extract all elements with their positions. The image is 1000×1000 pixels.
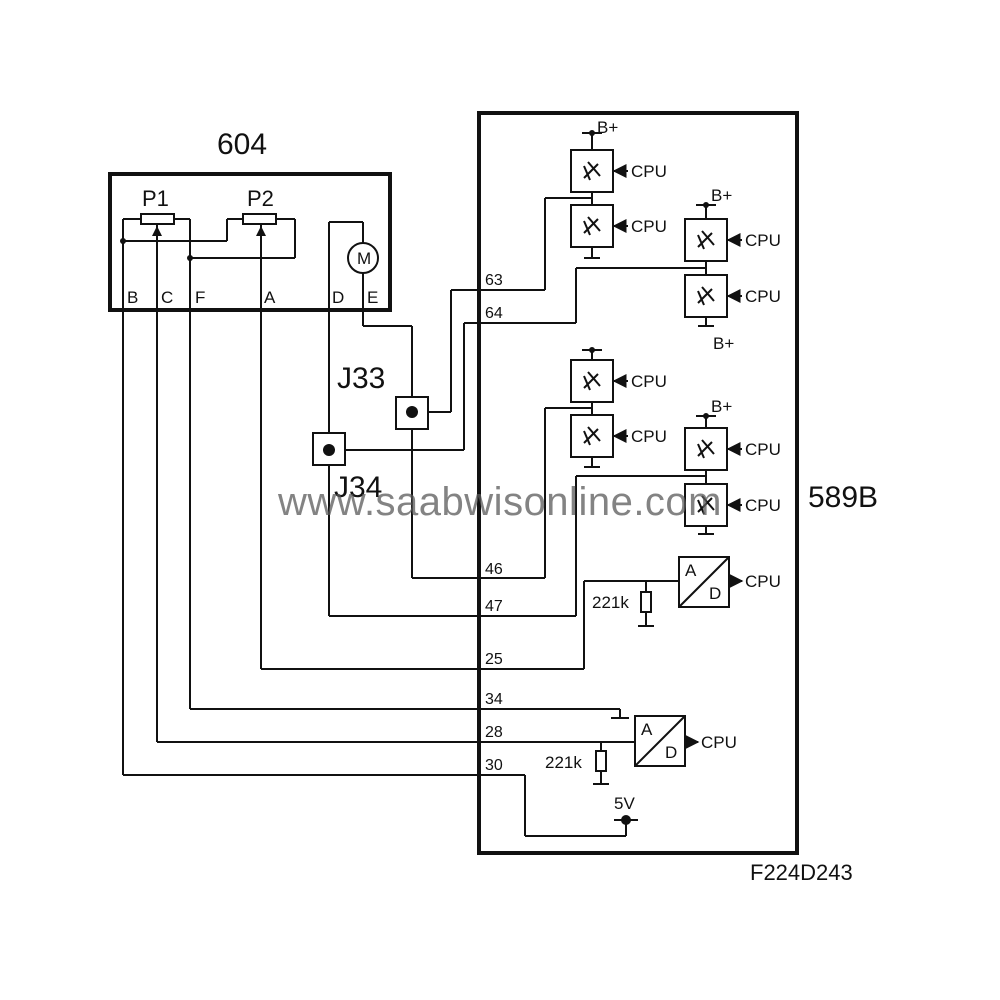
pin-589b-64: 64 <box>485 305 503 322</box>
resistor-2-label: 221k <box>545 753 582 772</box>
component-589b-label: 589B <box>808 481 878 514</box>
pin-589b-47: 47 <box>485 598 503 615</box>
pin-589b-28: 28 <box>485 724 503 741</box>
motor <box>328 221 379 616</box>
supply-5v <box>614 815 638 836</box>
cpu-1a: CPU <box>631 162 667 181</box>
motor-label: M <box>357 249 371 268</box>
pin-604-f: F <box>195 288 205 307</box>
driver-bridge-4 <box>575 413 742 616</box>
connector-j34 <box>312 432 346 466</box>
adc-2-a: A <box>641 720 653 739</box>
bplus-3: B+ <box>713 334 734 353</box>
driver-bridge-1 <box>544 130 628 290</box>
j34-label: J34 <box>334 471 382 504</box>
five-volt-label: 5V <box>614 794 635 813</box>
cpu-adc-2: CPU <box>701 733 737 752</box>
cpu-4a: CPU <box>745 440 781 459</box>
pin-589b-25: 25 <box>485 651 503 668</box>
cpu-2b: CPU <box>745 287 781 306</box>
pin-589b-63: 63 <box>485 272 503 289</box>
adc-1-d: D <box>709 584 721 603</box>
component-604-box <box>108 172 392 312</box>
bplus-1: B+ <box>597 118 618 137</box>
pin-604-d: D <box>332 288 344 307</box>
figure-id: F224D243 <box>750 860 853 885</box>
pin-589b-30: 30 <box>485 757 503 774</box>
adc-1-a: A <box>685 561 697 580</box>
pin-589b-34: 34 <box>485 691 503 708</box>
cpu-2a: CPU <box>745 231 781 250</box>
bplus-2: B+ <box>711 186 732 205</box>
adc-2 <box>593 709 700 785</box>
driver-bridge-3 <box>544 347 628 578</box>
p1-label: P1 <box>142 186 169 211</box>
cpu-3a: CPU <box>631 372 667 391</box>
pin-604-c: C <box>161 288 173 307</box>
wiring-harness <box>123 289 635 837</box>
resistor-1-label: 221k <box>592 593 629 612</box>
connector-j33 <box>395 396 429 430</box>
component-604-label: 604 <box>217 128 267 161</box>
cpu-adc-1: CPU <box>745 572 781 591</box>
bplus-4: B+ <box>711 397 732 416</box>
j33-label: J33 <box>337 362 385 395</box>
adc-1 <box>583 556 744 669</box>
potentiometer-p2 <box>190 213 296 669</box>
potentiometer-p1 <box>120 213 228 775</box>
pin-604-e: E <box>367 288 378 307</box>
adc-2-d: D <box>665 743 677 762</box>
component-589b-box <box>477 111 799 855</box>
pin-604-a: A <box>264 288 276 307</box>
cpu-3b: CPU <box>631 427 667 446</box>
p2-label: P2 <box>247 186 274 211</box>
pin-589b-46: 46 <box>485 561 503 578</box>
driver-bridge-2 <box>575 202 742 327</box>
cpu-4b: CPU <box>745 496 781 515</box>
cpu-1b: CPU <box>631 217 667 236</box>
pin-604-b: B <box>127 288 138 307</box>
